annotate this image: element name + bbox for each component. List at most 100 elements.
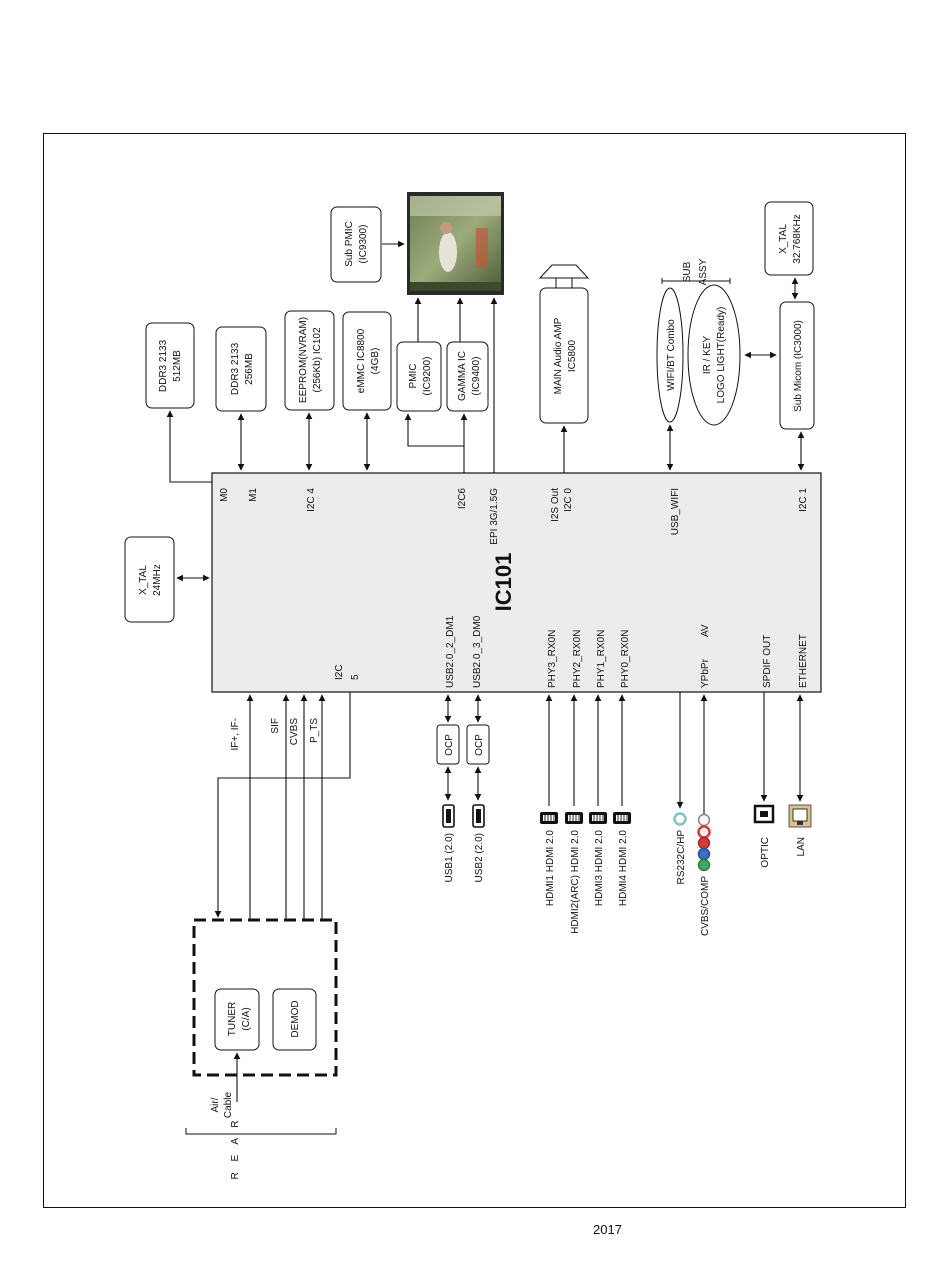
rs232-label: RS232C/HP — [676, 830, 687, 885]
svg-text:OCP: OCP — [474, 734, 485, 756]
svg-text:ASSY: ASSY — [698, 258, 709, 285]
svg-text:Sub Micom (IC3000): Sub Micom (IC3000) — [793, 320, 804, 412]
page-border — [43, 133, 906, 1208]
svg-text:EEPROM(NVRAM): EEPROM(NVRAM) — [298, 317, 309, 403]
pin-i2c4: I2C 4 — [306, 488, 317, 512]
svg-text:Cable: Cable — [223, 1092, 234, 1119]
pin-usb-dm1: USB2.0_2_DM1 — [445, 615, 456, 688]
svg-text:I2C 1: I2C 1 — [798, 488, 809, 512]
svg-text:24MHz: 24MHz — [152, 564, 163, 596]
ocp-box-1 — [436, 724, 460, 765]
svg-text:PHY3_RX0N: PHY3_RX0N — [547, 630, 558, 688]
pmic-ic: (IC9200) — [422, 357, 433, 396]
usb-lines — [444, 694, 482, 801]
xtal32-label: X_TAL — [778, 224, 789, 254]
demod-box — [272, 988, 317, 1051]
svg-text:X_TAL: X_TAL — [778, 224, 789, 254]
usb1-port-icon — [442, 804, 455, 828]
audio-amp-label: MAIN Audio AMP — [553, 317, 564, 394]
demod-label: DEMOD — [290, 1000, 301, 1037]
emmc-size: (4GB) — [370, 348, 381, 375]
pin-usb-wifi: USB_WIFI — [670, 488, 681, 535]
svg-text:RS232C/HP: RS232C/HP — [676, 830, 687, 885]
optic-port-icon — [753, 804, 775, 824]
tuner-box — [214, 988, 260, 1051]
sub-assy-label: SUB — [682, 261, 693, 282]
sub-assy-bracket — [661, 278, 731, 284]
audio-amp-box — [539, 287, 589, 424]
svg-text:256MB: 256MB — [244, 353, 255, 385]
xtal24-box — [124, 536, 175, 623]
ir-key-label: IR / KEY — [702, 336, 713, 375]
ocp-label-1: OCP — [444, 734, 455, 756]
svg-text:LAN: LAN — [796, 837, 807, 856]
svg-text:M1: M1 — [248, 488, 259, 502]
svg-text:I2C: I2C — [334, 664, 345, 680]
hdmi2-label: HDMI2(ARC) HDMI 2.0 — [570, 830, 581, 934]
pin-i2c5-num: 5 — [350, 674, 361, 680]
pin-i2c1: I2C 1 — [798, 488, 809, 512]
xtal32-freq: 32.768KHz — [792, 214, 803, 263]
ddr512-label: DDR3 2133 — [158, 339, 169, 392]
svg-text:DDR3 2133: DDR3 2133 — [158, 339, 169, 392]
svg-text:DDR3 2133: DDR3 2133 — [230, 342, 241, 395]
svg-text:WIFI/BT Combo: WIFI/BT Combo — [666, 319, 677, 391]
usb1-label: USB1 (2.0) — [444, 833, 455, 882]
subpmic-ic: (IC9300) — [358, 225, 369, 264]
rear-bracket — [185, 1128, 337, 1135]
svg-text:PHY2_RX0N: PHY2_RX0N — [572, 630, 583, 688]
svg-text:PMIC: PMIC — [408, 364, 419, 389]
tuner-signals — [214, 692, 351, 1102]
cvbs-comp-label: CVBS/COMP — [700, 876, 711, 936]
speaker-icon — [538, 264, 590, 289]
svg-text:AV: AV — [700, 624, 711, 637]
svg-text:OCP: OCP — [444, 734, 455, 756]
svg-text:DEMOD: DEMOD — [290, 1000, 301, 1037]
ic101-chip — [211, 472, 822, 693]
av-lines — [676, 692, 708, 814]
svg-text:SIF: SIF — [270, 718, 281, 734]
svg-text:IC101: IC101 — [491, 553, 516, 612]
svg-text:MAIN Audio AMP: MAIN Audio AMP — [553, 317, 564, 394]
tuner-module — [192, 918, 338, 1077]
pin-i2c6: I2C6 — [457, 488, 468, 510]
subpmic-box — [330, 206, 382, 283]
eeprom-box — [284, 310, 335, 411]
pmic-label: PMIC — [408, 364, 419, 389]
svg-text:eMMC IC8800: eMMC IC8800 — [356, 328, 367, 393]
svg-text:R E A R: R E A R — [230, 1116, 241, 1179]
svg-text:IC5800: IC5800 — [567, 339, 578, 372]
svg-text:Sub PMIC: Sub PMIC — [344, 221, 355, 267]
tuner-type: (C/A) — [241, 1007, 252, 1030]
connectors-top — [166, 240, 805, 582]
ddr256-label: DDR3 2133 — [230, 342, 241, 395]
svg-text:USB2.0_3_DM0: USB2.0_3_DM0 — [472, 615, 483, 688]
svg-text:USB2.0_2_DM1: USB2.0_2_DM1 — [445, 615, 456, 688]
svg-text:I2C6: I2C6 — [457, 488, 468, 510]
svg-text:PHY1_RX0N: PHY1_RX0N — [596, 630, 607, 688]
rear-label: R E A R — [230, 1116, 241, 1179]
sub-assy-label-2: ASSY — [698, 258, 709, 285]
hdmi2-port-icon — [565, 812, 583, 824]
xtal32-box — [764, 201, 814, 276]
pin-phy2: PHY2_RX0N — [572, 630, 583, 688]
pin-phy1: PHY1_RX0N — [596, 630, 607, 688]
svg-text:I2C 4: I2C 4 — [306, 488, 317, 512]
pin-m0: M0 — [219, 488, 230, 502]
optic-lan-lines — [760, 692, 804, 802]
audio-amp-ic: IC5800 — [567, 339, 578, 372]
svg-text:(IC9400): (IC9400) — [471, 357, 482, 396]
svg-text:GAMMA IC: GAMMA IC — [457, 351, 468, 401]
eeprom-ic: (256Kb) IC102 — [312, 327, 323, 392]
pin-av: AV — [700, 624, 711, 637]
svg-text:PHY0_RX0N: PHY0_RX0N — [620, 630, 631, 688]
gamma-box — [446, 341, 489, 412]
pin-phy0: PHY0_RX0N — [620, 630, 631, 688]
svg-text:IF+, IF-: IF+, IF- — [230, 718, 241, 751]
xtal24-freq: 24MHz — [152, 564, 163, 596]
air-cable-label-2: Cable — [223, 1092, 234, 1119]
tuner-label: TUNER — [227, 1002, 238, 1036]
signal-pts: P_TS — [309, 718, 320, 743]
svg-text:IR / KEY: IR / KEY — [702, 336, 713, 375]
svg-text:X_TAL: X_TAL — [138, 565, 149, 595]
